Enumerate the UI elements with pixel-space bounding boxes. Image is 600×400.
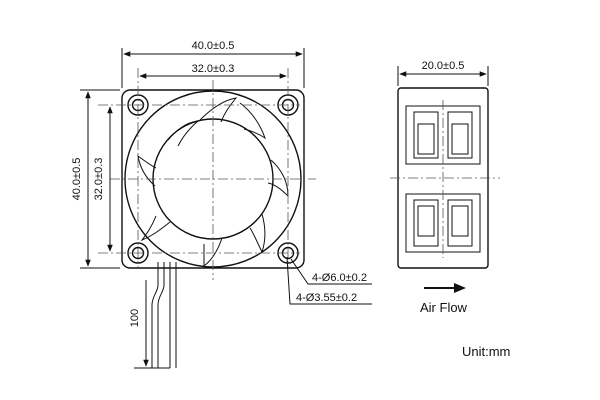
label-air-flow: Air Flow xyxy=(420,300,468,315)
label-front-height-holes: 32.0±0.3 xyxy=(93,158,105,201)
label-hole-inner: 4-Ø3.55±0.2 xyxy=(296,292,357,304)
label-hole-outer: 4-Ø6.0±0.2 xyxy=(312,272,367,284)
label-front-height-overall: 40.0±0.5 xyxy=(71,158,83,201)
front-view xyxy=(98,68,316,368)
lead-wires xyxy=(151,262,177,368)
label-side-depth: 20.0±0.5 xyxy=(422,60,465,72)
side-view xyxy=(390,87,500,269)
label-front-width-overall: 40.0±0.5 xyxy=(192,40,235,52)
center-lines xyxy=(98,68,316,280)
dimension-front-height-holes: 32.0±0.3 xyxy=(93,106,113,252)
dimension-front-width-holes: 32.0±0.3 xyxy=(139,63,287,79)
label-lead-length: 100 xyxy=(129,309,141,327)
dimension-lead-length: 100 xyxy=(129,280,170,369)
dimension-side-depth: 20.0±0.5 xyxy=(397,60,489,86)
air-flow-indicator: Air Flow xyxy=(420,283,468,315)
dimension-front-width-overall: 40.0±0.5 xyxy=(121,40,305,88)
dimension-front-height-overall: 40.0±0.5 xyxy=(71,89,120,269)
hole-callouts: 4-Ø6.0±0.2 4-Ø3.55±0.2 xyxy=(286,256,372,305)
fan-blades xyxy=(137,97,289,268)
arrow-right-icon xyxy=(424,283,466,293)
label-front-width-holes: 32.0±0.3 xyxy=(192,63,235,75)
label-unit: Unit:mm xyxy=(462,344,510,359)
